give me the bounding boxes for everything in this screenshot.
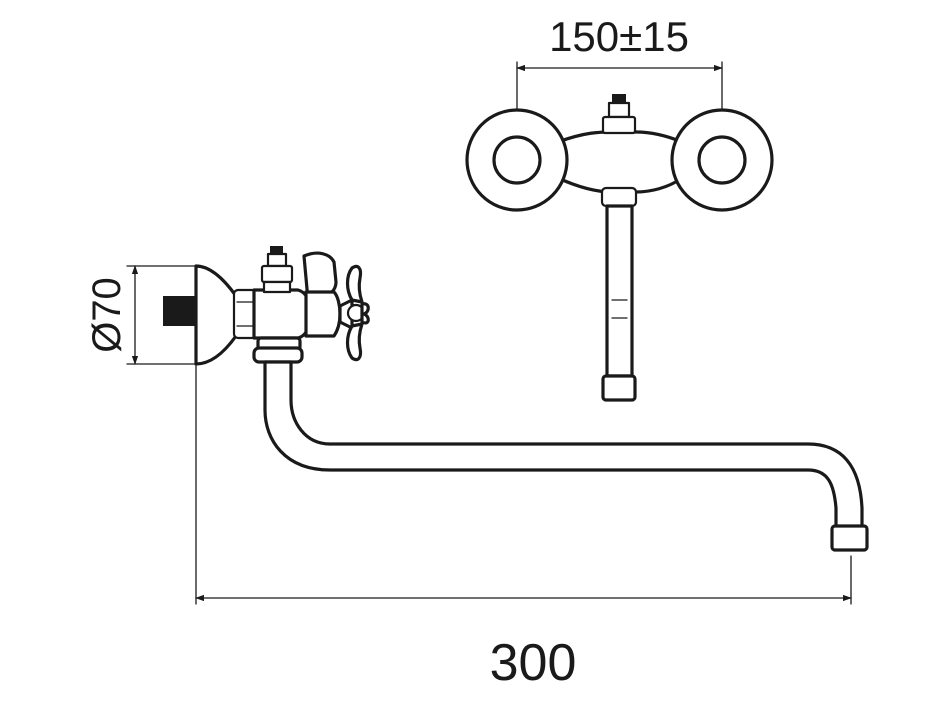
front-body [556, 130, 684, 194]
cross-handle [338, 264, 370, 362]
front-spout-nut [600, 186, 638, 208]
spacing-dimension-label: 150±15 [549, 13, 689, 60]
front-top-stem [601, 94, 637, 135]
spout-swivel-nut [252, 336, 304, 364]
side-top-stem [260, 246, 294, 294]
length-dimension: 300 [195, 365, 852, 692]
left-inlet-hole [492, 135, 542, 185]
handle-neck [304, 290, 342, 338]
length-dimension-label: 300 [490, 634, 577, 692]
side-view: Ø70 [85, 246, 869, 692]
spout-aerator [830, 524, 869, 552]
diameter-dimension: Ø70 [85, 265, 196, 365]
inlet-thread [163, 296, 195, 326]
diameter-dimension-label: Ø70 [85, 277, 129, 353]
valve-body [252, 288, 312, 340]
front-view: 150±15 [465, 13, 774, 402]
spacing-dimension: 150±15 [516, 13, 723, 156]
front-aerator [601, 374, 637, 402]
spout-pipe [263, 360, 864, 530]
front-spout-pipe [605, 204, 634, 378]
side-wall-flange [194, 264, 238, 366]
right-inlet-hole [697, 135, 747, 185]
